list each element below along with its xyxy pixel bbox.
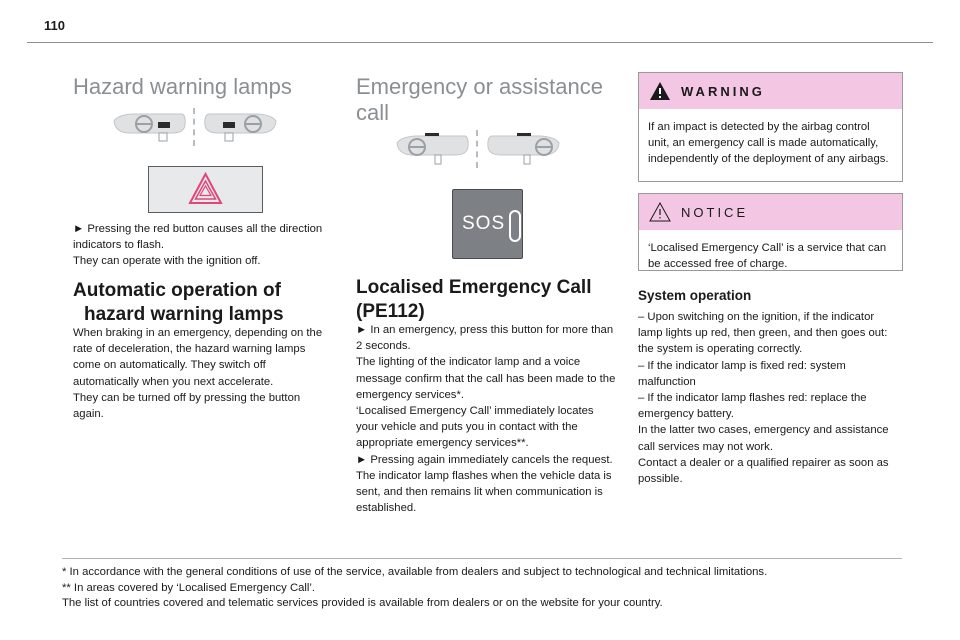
system-paragraph: – If the indicator lamp is fixed red: sy… — [638, 359, 846, 388]
emergency-title-line: Emergency or assistance — [356, 74, 603, 99]
localised-call-paragraph: The lighting of the indicator lamp and a… — [356, 356, 616, 401]
system-paragraph: – If the indicator lamp flashes red: rep… — [638, 392, 867, 421]
notice-triangle-icon — [649, 202, 671, 222]
dashed-divider — [476, 130, 480, 168]
warning-box: WARNING If an impact is detected by the … — [638, 72, 903, 182]
auto-hazard-title: Automatic operation of hazard warning la… — [73, 279, 333, 327]
localised-call-title-line: (PE112) — [356, 301, 425, 322]
warning-text: If an impact is detected by the airbag c… — [648, 121, 889, 166]
footnote: ** In areas covered by ‘Localised Emerge… — [62, 581, 316, 594]
localised-call-title: Localised Emergency Call (PE112) — [356, 276, 626, 324]
notice-box: NOTICE ‘Localised Emergency Call’ is a s… — [638, 193, 903, 271]
sos-button-panel: SOS — [452, 189, 523, 259]
footnotes: * In accordance with the general conditi… — [62, 565, 922, 612]
dashboard-location-icons — [112, 108, 278, 146]
hazard-body-line: ► Pressing the red button causes all the… — [73, 223, 323, 252]
emergency-location-icons — [395, 130, 561, 168]
system-paragraph: – Upon switching on the ignition, if the… — [638, 311, 888, 356]
system-operation-body: – Upon switching on the ignition, if the… — [638, 309, 900, 487]
system-paragraph: In the latter two cases, emergency and a… — [638, 424, 889, 453]
auto-hazard-paragraph: They can be turned off by pressing the b… — [73, 391, 301, 421]
footnote: The list of countries covered and telema… — [62, 597, 663, 609]
notice-label: NOTICE — [681, 204, 749, 220]
localised-call-title-line: Localised Emergency Call — [356, 277, 592, 298]
auto-hazard-title-line: Automatic operation of — [73, 280, 281, 301]
hazard-title: Hazard warning lamps — [73, 74, 292, 99]
rhd-dashboard-icon — [204, 113, 277, 142]
sos-indicator-lamp — [509, 210, 521, 242]
localised-call-paragraph: ► In an emergency, press this button for… — [356, 324, 614, 353]
emergency-title: Emergency or assistance call — [356, 74, 626, 126]
hazard-body: ► Pressing the red button causes all the… — [73, 221, 328, 270]
hazard-triangle-icon — [188, 171, 223, 204]
localised-call-body: ► In an emergency, press this button for… — [356, 322, 618, 516]
hazard-button-panel — [148, 166, 263, 213]
auto-hazard-body: When braking in an emergency, depending … — [73, 325, 329, 422]
system-operation-title: System operation — [638, 288, 752, 303]
warning-triangle-icon — [650, 82, 670, 100]
warning-label: WARNING — [681, 83, 765, 99]
footnote-rule — [62, 558, 902, 559]
auto-hazard-paragraph: When braking in an emergency, depending … — [73, 327, 323, 388]
rhd-roof-icon — [487, 133, 560, 165]
hazard-body-line: They can operate with the ignition off. — [73, 255, 261, 268]
footnote: * In accordance with the general conditi… — [62, 566, 768, 578]
header-rule — [27, 42, 933, 43]
notice-text: ‘Localised Emergency Call’ is a service … — [648, 242, 887, 271]
localised-call-paragraph: The indicator lamp flashes when the vehi… — [356, 469, 612, 515]
lhd-dashboard-icon — [113, 113, 186, 142]
notice-header: NOTICE — [639, 194, 902, 230]
auto-hazard-title-line: hazard warning lamps — [84, 304, 284, 325]
emergency-title-line: call — [356, 100, 390, 125]
dashed-divider — [193, 108, 197, 146]
localised-call-paragraph: ‘Localised Emergency Call’ immediately l… — [356, 405, 594, 450]
system-paragraph: Contact a dealer or a qualified repairer… — [638, 456, 889, 486]
sos-label: SOS — [462, 213, 506, 234]
page-number: 110 — [44, 18, 65, 33]
warning-header: WARNING — [639, 73, 902, 109]
lhd-roof-icon — [396, 133, 469, 165]
localised-call-paragraph: ► Pressing again immediately cancels the… — [356, 453, 613, 466]
